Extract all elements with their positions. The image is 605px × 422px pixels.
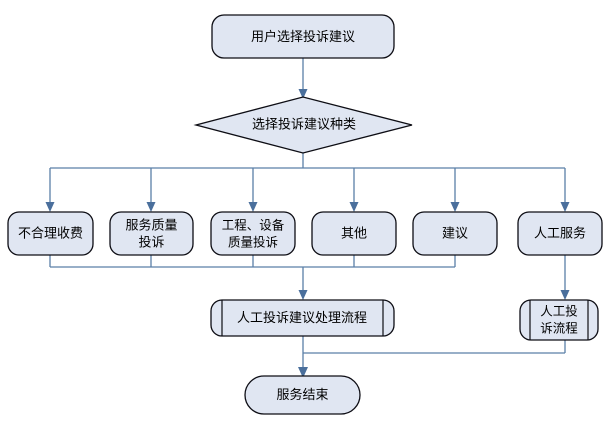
node-start[interactable]: 用户选择投诉建议: [211, 14, 395, 59]
node-option-3-label-line-2: 质量投诉: [228, 235, 278, 250]
node-option-4[interactable]: 其他: [311, 211, 397, 256]
node-process-manual-complaint-shape: [210, 299, 395, 337]
connector-layer: [45, 58, 570, 378]
node-option-2-label-line-2: 投诉: [138, 235, 164, 251]
arrowhead-option-6: [560, 202, 570, 212]
node-option-3-label-line-1: 工程、设备: [222, 218, 285, 233]
arrowhead-option-2: [146, 202, 156, 212]
node-process-manual-complaint-label: 人工投诉建议处理流程: [237, 310, 367, 326]
node-option-2[interactable]: 服务质量 投诉: [109, 211, 194, 256]
node-option-4-shape: [311, 211, 397, 256]
arrowhead-option-4: [349, 202, 359, 212]
node-option-5-label: 建议: [442, 227, 468, 242]
arrowhead-option-5: [450, 202, 460, 212]
node-start-label: 用户选择投诉建议: [251, 29, 355, 45]
node-option-1[interactable]: 不合理收费: [7, 211, 94, 256]
node-option-1-label: 不合理收费: [18, 227, 83, 242]
arrowhead-process-manual-complaint: [298, 290, 308, 300]
node-option-2-shape: [109, 211, 194, 256]
node-option-3-shape: [210, 211, 296, 256]
node-option-6[interactable]: 人工服务: [517, 211, 603, 256]
node-end[interactable]: 服务结束: [244, 375, 361, 415]
node-option-5-shape: [412, 211, 498, 256]
node-process-manual-complaint[interactable]: 人工投诉建议处理流程: [210, 299, 395, 337]
node-option-6-label: 人工服务: [534, 226, 586, 242]
node-option-6-shape: [517, 211, 603, 256]
arrowhead-option-1: [45, 202, 55, 212]
node-process-manual-flow-label-line-2: 诉流程: [540, 321, 578, 336]
node-option-4-label: 其他: [341, 227, 367, 242]
node-decision[interactable]: 选择投诉建议种类: [193, 96, 413, 154]
arrowhead-process-manual-flow: [560, 290, 570, 300]
node-end-shape: [244, 375, 361, 415]
node-decision-shape: [193, 96, 413, 154]
arrowhead-option-3: [248, 202, 258, 212]
arrowhead-decision: [298, 89, 308, 99]
node-process-manual-flow[interactable]: 人工投 诉流程: [519, 299, 599, 341]
node-option-5[interactable]: 建议: [412, 211, 498, 256]
arrowhead-end: [298, 367, 308, 378]
node-end-label: 服务结束: [276, 387, 328, 403]
node-option-3[interactable]: 工程、设备 质量投诉: [210, 211, 296, 256]
node-process-manual-flow-shape: [519, 299, 599, 341]
node-start-shape: [211, 14, 395, 59]
node-option-1-shape: [7, 211, 94, 256]
node-option-2-label-line-1: 服务质量: [125, 218, 177, 234]
node-decision-label: 选择投诉建议种类: [252, 117, 356, 133]
node-process-manual-flow-label-line-1: 人工投: [540, 304, 578, 319]
